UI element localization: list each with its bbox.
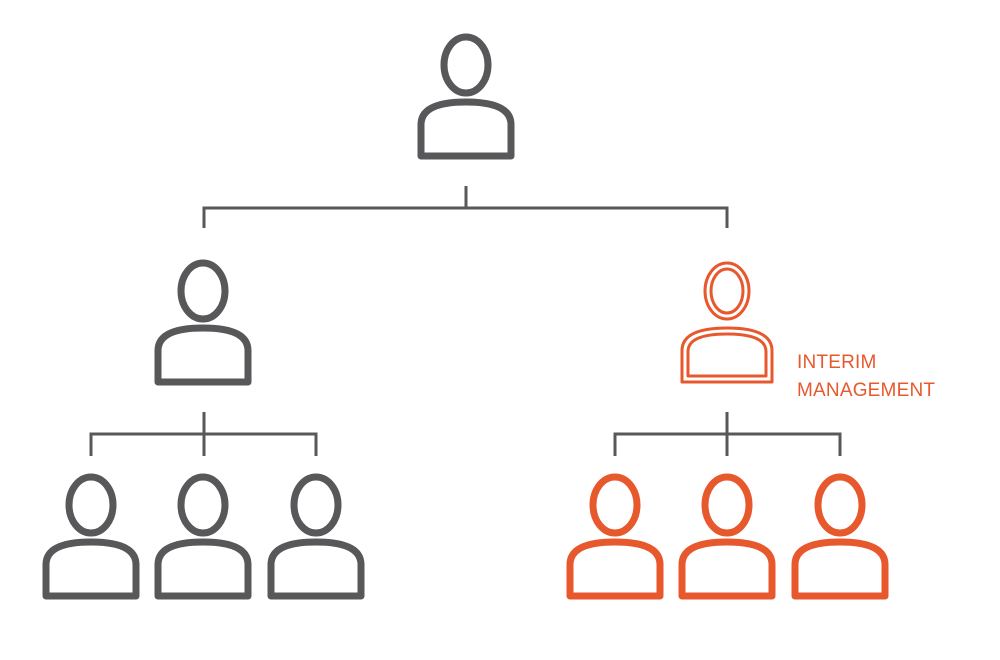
person-head xyxy=(814,473,866,537)
interim-label-line-1: INTERIM xyxy=(797,352,877,373)
person-head xyxy=(177,473,229,537)
person-icon-top xyxy=(417,33,515,160)
connector-top xyxy=(202,186,729,228)
person-icon-bottom-right-3 xyxy=(791,473,889,600)
interim-management-label: INTERIM MANAGEMENT xyxy=(797,349,935,405)
person-icon-bottom-left-3 xyxy=(267,473,365,600)
person-icon-bottom-left-2 xyxy=(154,473,252,600)
person-head xyxy=(701,473,753,537)
interim-label-line-2: MANAGEMENT xyxy=(797,380,936,401)
person-head-inner xyxy=(709,267,745,315)
person-body xyxy=(267,538,365,600)
connector-left-branch xyxy=(89,412,318,456)
person-body xyxy=(678,538,776,600)
person-icon-bottom-left-1 xyxy=(42,473,140,600)
person-body xyxy=(154,324,252,386)
person-head xyxy=(177,259,229,323)
person-icon-bottom-right-1 xyxy=(566,473,664,600)
person-body xyxy=(42,538,140,600)
person-body xyxy=(680,326,774,384)
person-body xyxy=(417,98,515,160)
person-icon-middle-left xyxy=(154,259,252,386)
person-body xyxy=(566,538,664,600)
person-head xyxy=(440,33,492,97)
person-icon-interim-manager xyxy=(680,261,774,384)
person-body xyxy=(154,538,252,600)
person-body-inner xyxy=(686,332,768,378)
person-head xyxy=(290,473,342,537)
person-head xyxy=(589,473,641,537)
connector-lines xyxy=(89,186,842,456)
connector-right-branch xyxy=(613,412,842,456)
person-body xyxy=(791,538,889,600)
person-head xyxy=(65,473,117,537)
person-head xyxy=(703,261,751,321)
people-group xyxy=(42,33,889,600)
person-icon-bottom-right-2 xyxy=(678,473,776,600)
